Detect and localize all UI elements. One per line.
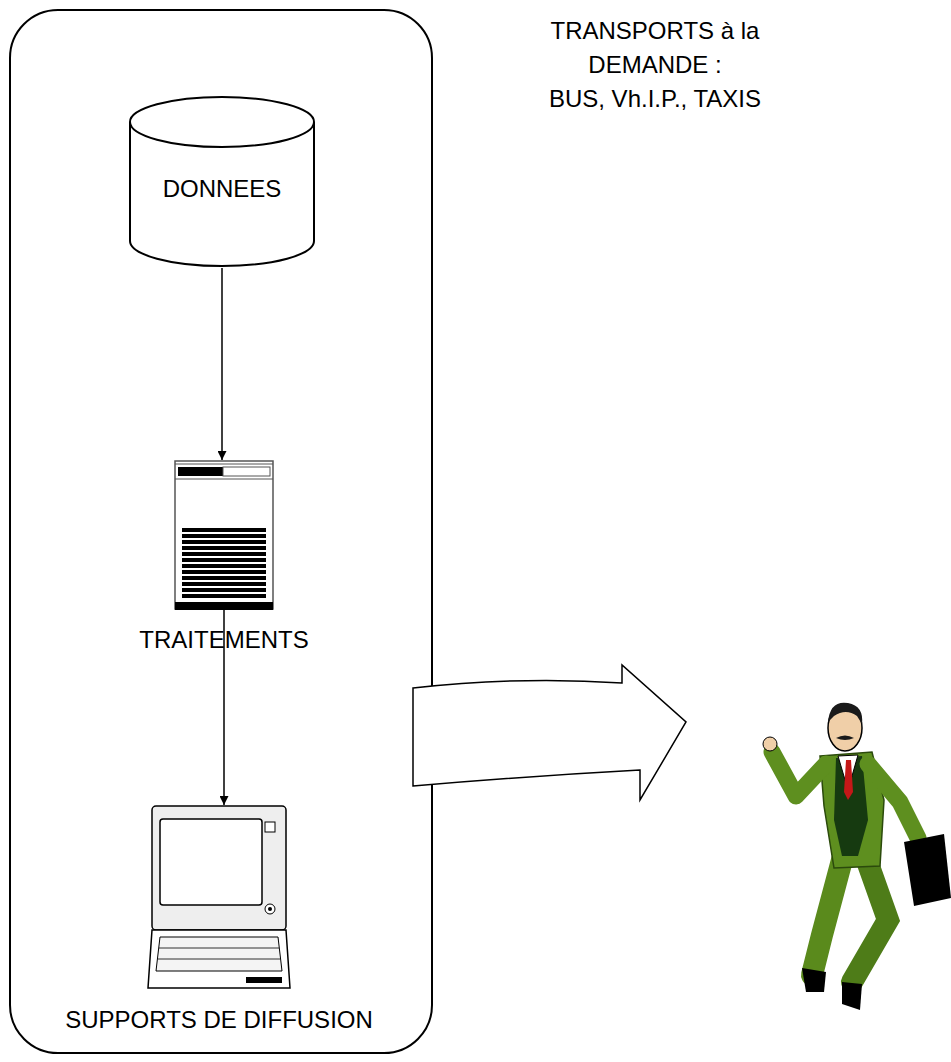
figure-arm: [772, 752, 826, 796]
figure-leg: [812, 860, 842, 975]
system-frame: [10, 10, 432, 1053]
flow-arrow: [221, 268, 223, 460]
figure-tie: [844, 760, 853, 800]
laptop-icon-outline: [148, 805, 290, 990]
flow-arrow: [223, 610, 225, 805]
node-label: SUPPORTS DE DIFFUSION: [65, 1006, 373, 1034]
database-cylinder: DONNEES: [128, 95, 316, 268]
figure-arm: [868, 764, 918, 838]
figure-hair: [828, 703, 862, 724]
node-label: TRAITEMENTS: [139, 626, 308, 654]
figure-hand: [763, 737, 777, 751]
figure-briefcase: [904, 834, 951, 906]
heading-note: TRANSPORTS à la DEMANDE :: [505, 14, 805, 82]
figure-shoe: [802, 968, 826, 992]
laptop-icon: SUPPORTS DE DIFFUSION: [148, 805, 290, 990]
server-icon: TRAITEMENTS: [174, 460, 274, 610]
heading-note: BUS, Vh.I.P., TAXIS: [480, 82, 830, 116]
figure-shoe: [842, 982, 862, 1010]
server-icon-outline: [174, 460, 274, 610]
output-arrow: [413, 665, 686, 800]
node-label: DONNEES: [128, 175, 316, 203]
traveller-figure: [763, 703, 951, 1010]
figure-moustache: [836, 736, 854, 741]
figure-leg: [852, 858, 888, 982]
